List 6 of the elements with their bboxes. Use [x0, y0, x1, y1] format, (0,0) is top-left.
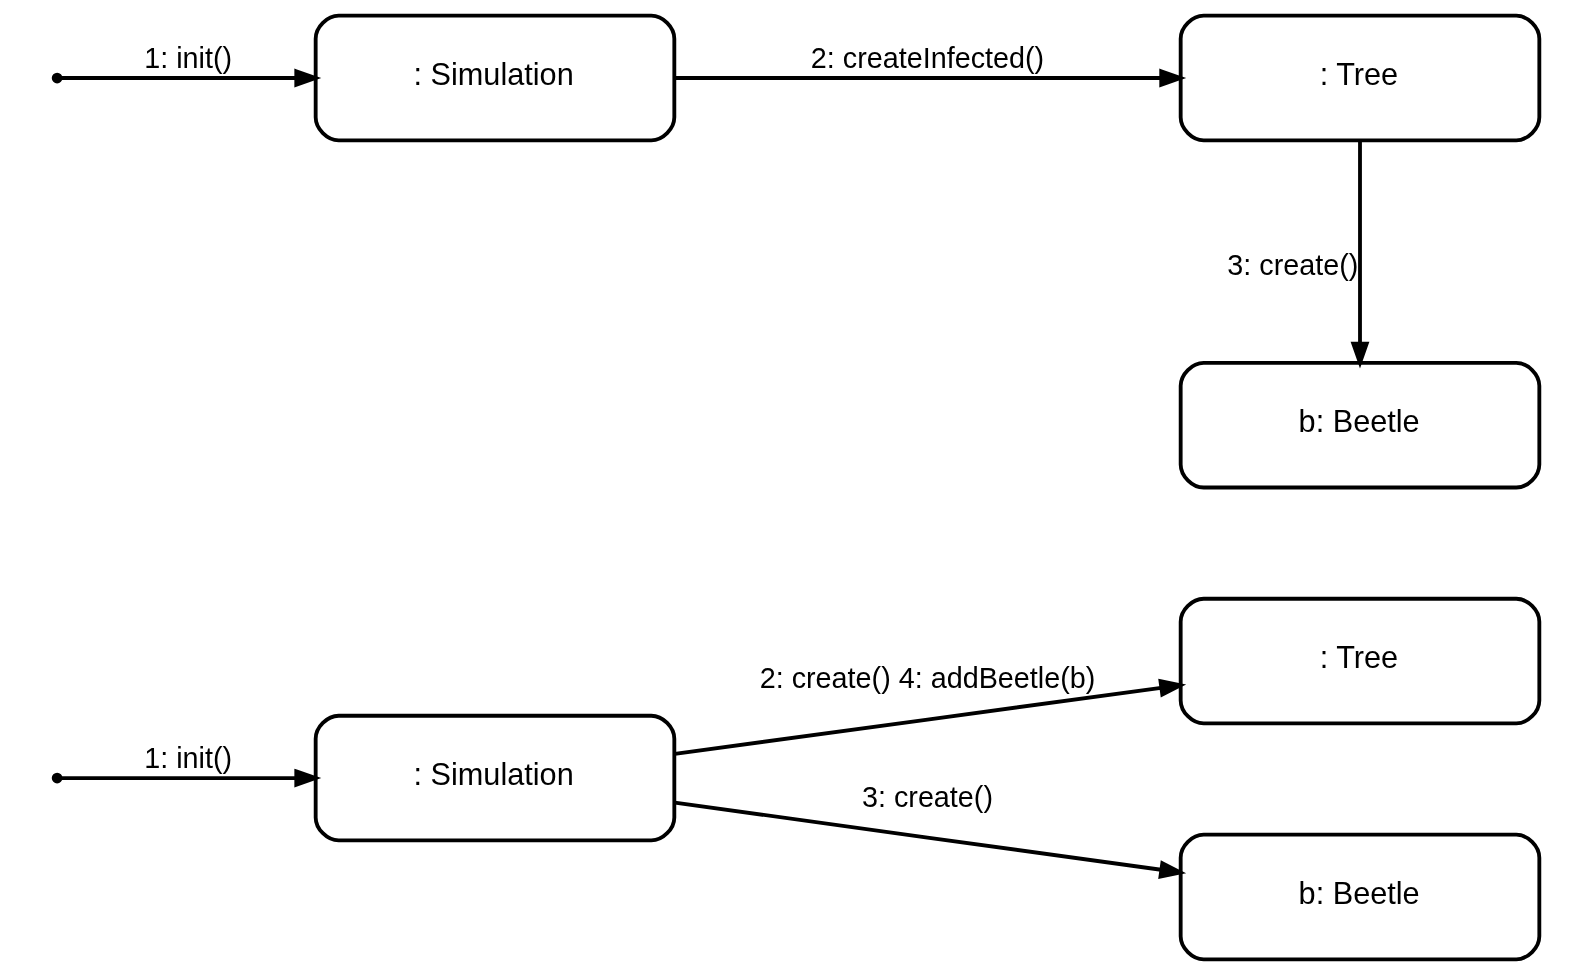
edge-label: 1: init(): [144, 742, 233, 775]
edge-label: 3: create(): [1227, 249, 1359, 282]
edge-label: 2: createInfected(): [810, 42, 1045, 75]
edge-label: 3: create(): [861, 780, 994, 813]
edge-label: 1: init(): [144, 42, 233, 75]
edge-label: 2: create() 4: addBeetle(b): [759, 661, 1096, 694]
